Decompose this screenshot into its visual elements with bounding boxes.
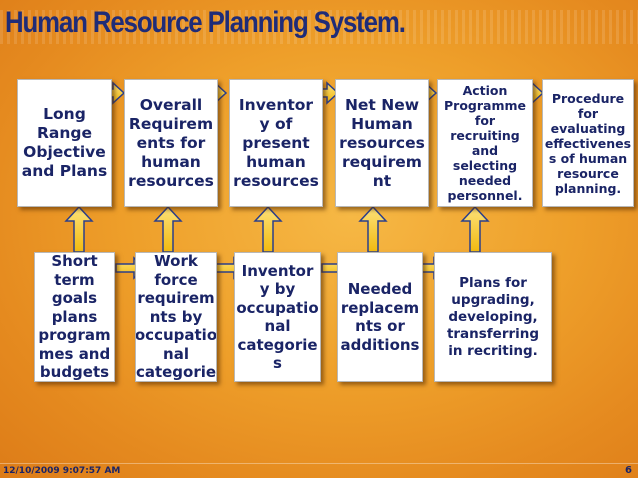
- box-inventory-present-hr-text: Inventor y of present human resources: [233, 95, 319, 190]
- box-net-new-hr-requirement: Net New Human resources requirem nt: [335, 79, 429, 207]
- box-inventory-present-hr: Inventor y of present human resources: [229, 79, 323, 207]
- box-overall-requirements-text: Overall Requirem ents for human resource…: [128, 95, 214, 190]
- box-action-programme-text: Action Programme for recruiting and sele…: [444, 83, 526, 203]
- footer-rule: [0, 463, 638, 464]
- up-arrow-4: [358, 205, 388, 253]
- box-long-range-objectives-text: Long Range Objective and Plans: [21, 105, 108, 180]
- box-action-programme: Action Programme for recruiting and sele…: [437, 79, 533, 207]
- box-long-range-objectives: Long Range Objective and Plans: [17, 79, 112, 207]
- box-inventory-occupational-text: Inventor y by occupatio nal categorie s: [236, 261, 319, 373]
- box-needed-replacements-text: Needed replacem nts or additions: [340, 280, 420, 354]
- box-short-term-goals-text: Short term goals plans program mes and b…: [38, 252, 111, 382]
- page-number: 6: [625, 465, 632, 476]
- up-arrow-2: [153, 205, 183, 253]
- up-arrow-1: [64, 205, 94, 253]
- box-plans-for-upgrading: Plans for upgrading, developing, transfe…: [434, 252, 552, 382]
- box-workforce-requirements-text: Work force requirem nts by occupatio nal…: [135, 252, 217, 382]
- box-needed-replacements: Needed replacem nts or additions: [337, 252, 423, 382]
- title-stripe: [0, 10, 638, 44]
- up-arrow-3: [253, 205, 283, 253]
- box-workforce-requirements: Work force requirem nts by occupatio nal…: [135, 252, 217, 382]
- box-plans-for-upgrading-text: Plans for upgrading, developing, transfe…: [446, 274, 540, 359]
- up-arrow-5: [460, 205, 490, 253]
- box-overall-requirements: Overall Requirem ents for human resource…: [124, 79, 218, 207]
- box-inventory-occupational: Inventor y by occupatio nal categorie s: [234, 252, 321, 382]
- footer-timestamp: 12/10/2009 9:07:57 AM: [3, 466, 121, 476]
- box-evaluation-procedure: Procedure for evaluating effectivenes s …: [542, 79, 634, 207]
- box-net-new-hr-requirement-text: Net New Human resources requirem nt: [339, 95, 425, 190]
- page-title: Human Resource Planning System.: [5, 6, 406, 39]
- box-short-term-goals: Short term goals plans program mes and b…: [34, 252, 115, 382]
- box-evaluation-procedure-text: Procedure for evaluating effectivenes s …: [544, 90, 632, 196]
